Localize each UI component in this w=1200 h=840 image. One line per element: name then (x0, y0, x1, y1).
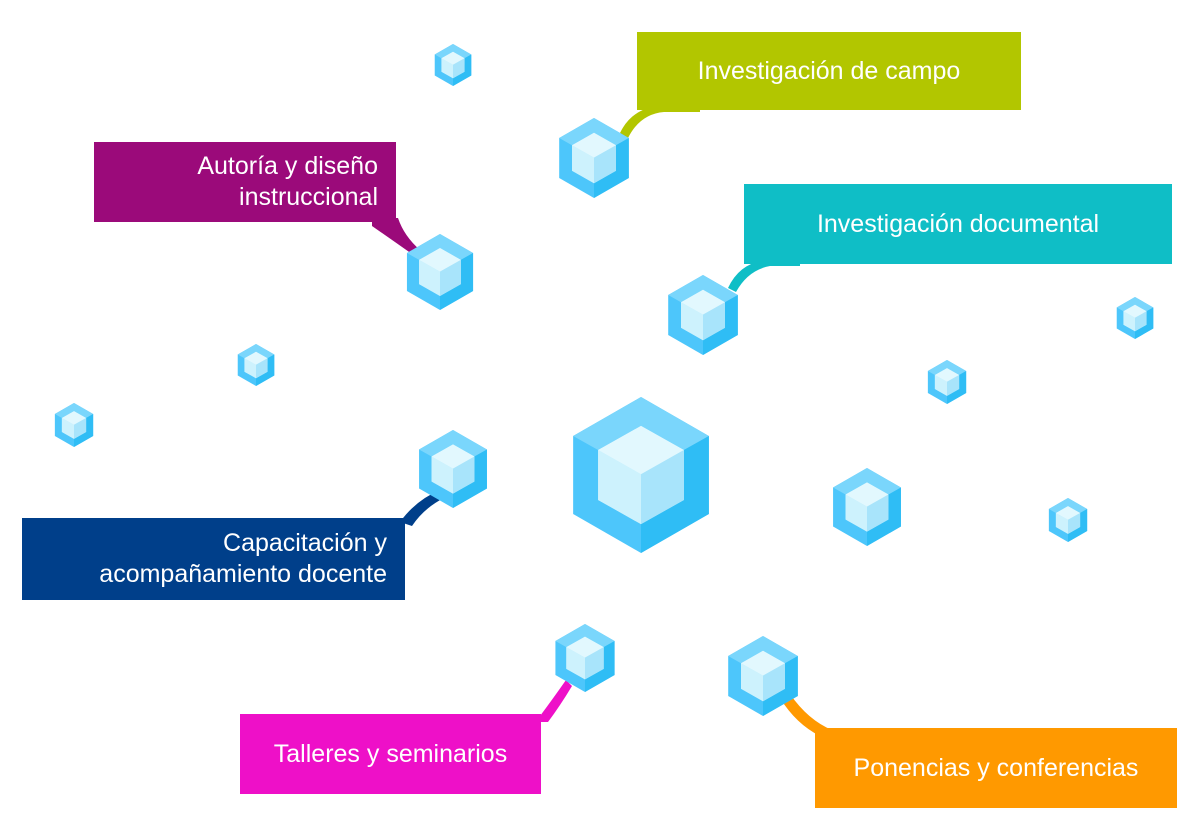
connector-investigacion-documental (728, 260, 800, 292)
connector-ponencias (780, 694, 832, 736)
hexagon-cube-icon (555, 624, 615, 692)
label-capacitacion-text: Capacitación y acompañamiento docente (99, 529, 387, 588)
connector-capacitacion (400, 490, 444, 526)
hexagon-cube-icon (559, 118, 629, 198)
label-autoria: Autoría y diseño instruccional (94, 142, 396, 222)
label-investigacion-campo-text: Investigación de campo (697, 56, 961, 85)
label-capacitacion: Capacitación y acompañamiento docente (22, 518, 405, 600)
hexagon-cube-icon (1116, 297, 1154, 339)
hexagon-cube-icon (434, 44, 472, 86)
label-talleres-text: Talleres y seminarios (273, 739, 508, 768)
hexagon-cube-icon (668, 275, 738, 355)
connector-investigacion-campo (620, 106, 700, 138)
hexagon-cube-icon (54, 403, 94, 447)
hexagon-cube-icon (237, 344, 275, 386)
label-ponencias: Ponencias y conferencias (815, 728, 1177, 808)
label-ponencias-text: Ponencias y conferencias (853, 753, 1139, 782)
hexagon-cube-icon (833, 468, 901, 546)
label-investigacion-documental: Investigación documental (744, 184, 1172, 264)
label-autoria-text: Autoría y diseño instruccional (197, 152, 378, 211)
hexagon-cube-icon (927, 360, 967, 404)
label-investigacion-campo: Investigación de campo (637, 32, 1021, 110)
hexagon-cube-icon (1048, 498, 1088, 542)
hexagon-cube-icon (573, 397, 709, 553)
hexagon-cube-icon (406, 234, 474, 310)
label-investigacion-documental-text: Investigación documental (816, 209, 1100, 238)
connector-autoria (372, 218, 420, 254)
label-talleres: Talleres y seminarios (240, 714, 541, 794)
